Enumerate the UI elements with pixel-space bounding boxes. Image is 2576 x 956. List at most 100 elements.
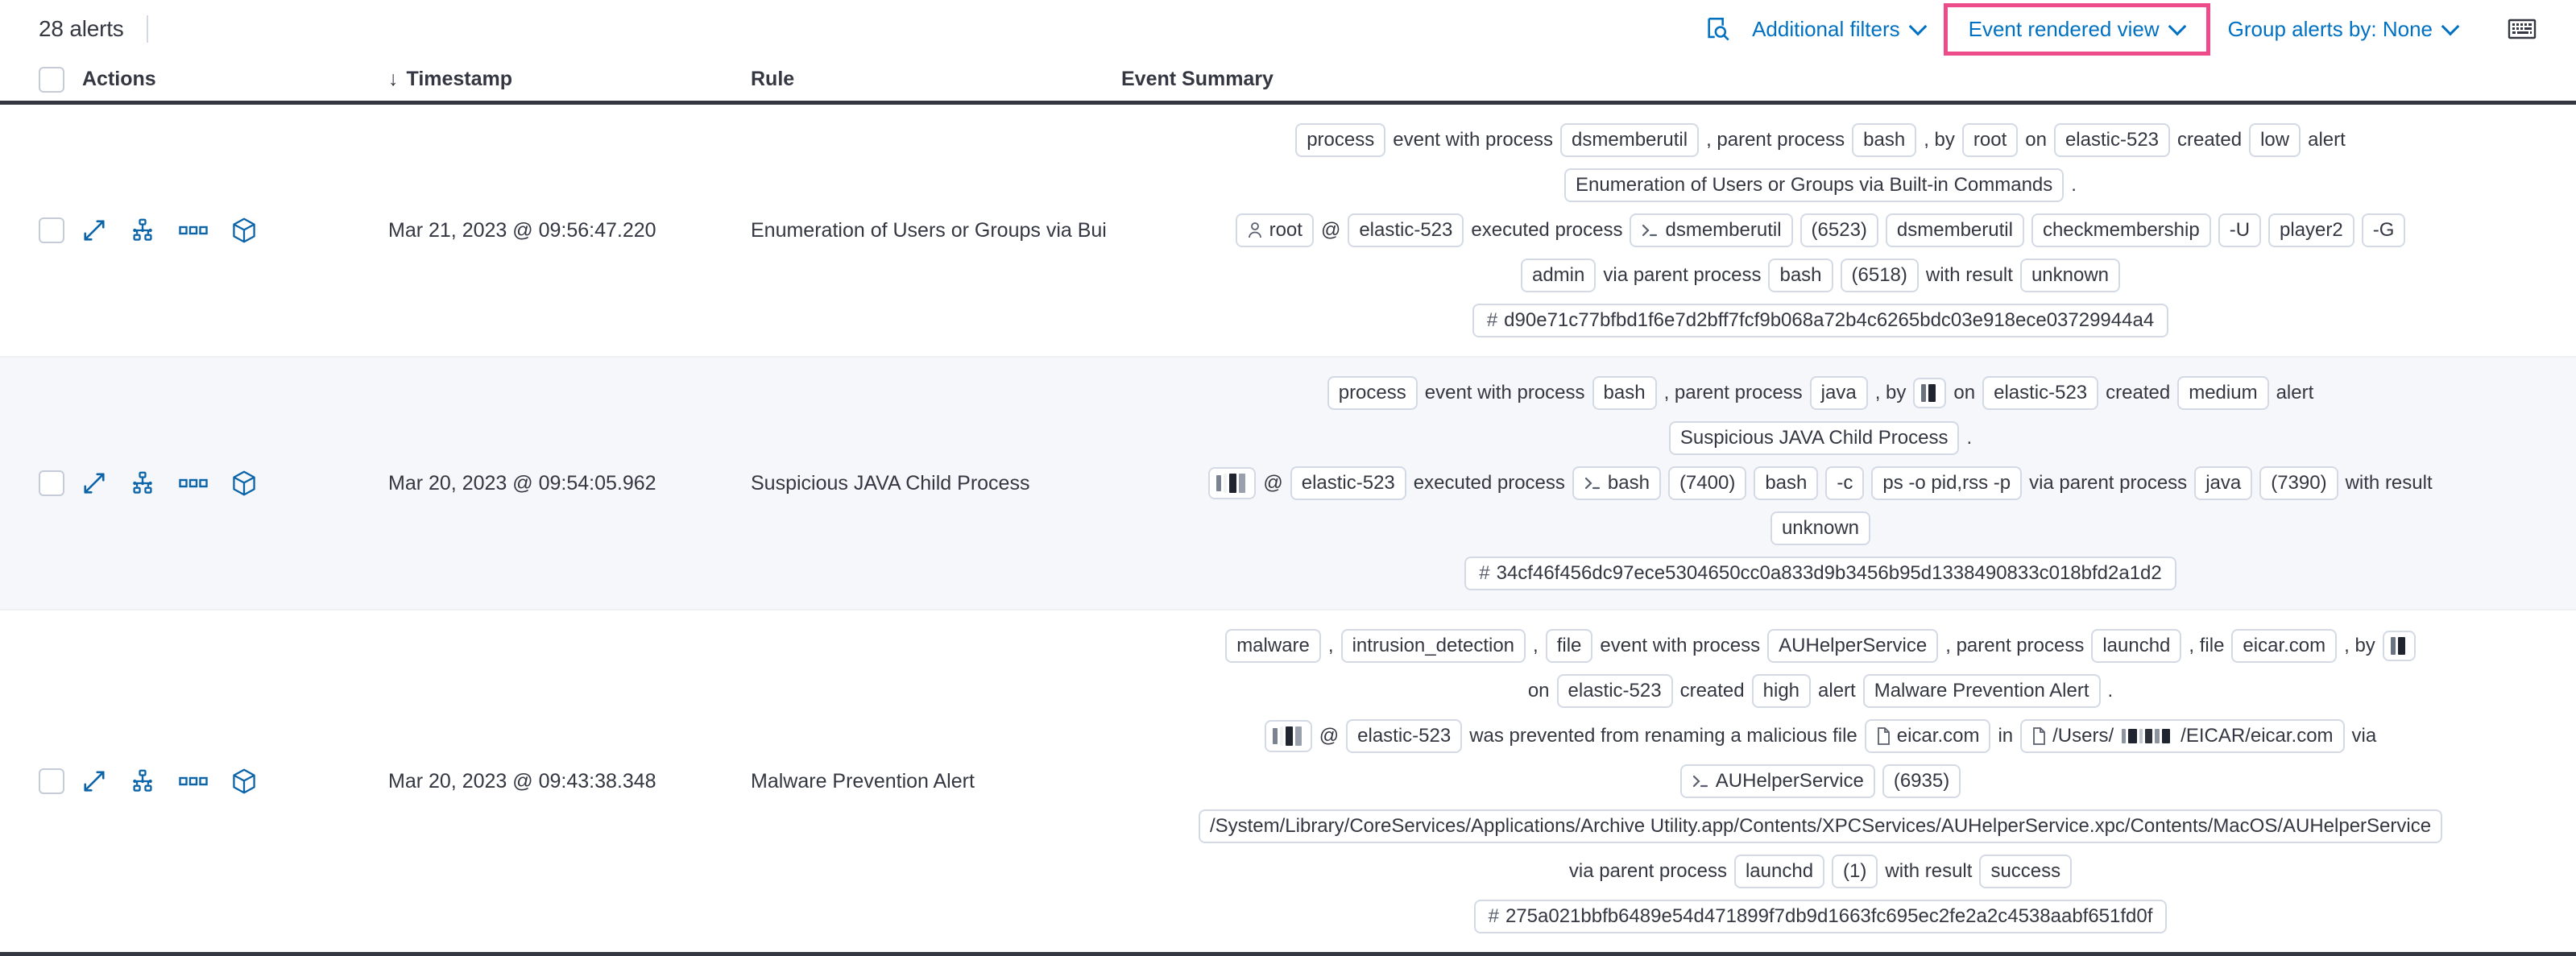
summary-chip[interactable]: #275a021bbfb6489e54d471899f7db9d1663fc69… <box>1473 900 2168 933</box>
column-header-timestamp[interactable]: ↓ Timestamp <box>388 68 751 91</box>
row-rule[interactable]: Suspicious JAVA Child Process <box>751 471 1030 495</box>
summary-chip[interactable]: Enumeration of Users or Groups via Built… <box>1564 168 2065 202</box>
summary-chip[interactable]: low <box>2249 123 2301 157</box>
analyzer-icon[interactable] <box>130 218 155 242</box>
summary-chip[interactable]: dsmemberutil <box>1560 123 1700 157</box>
chip-label: java <box>1820 382 1857 404</box>
more-actions-icon[interactable] <box>179 776 208 787</box>
summary-chip[interactable]: launchd <box>1733 855 1825 888</box>
summary-chip[interactable]: -G <box>2361 213 2406 247</box>
summary-chip[interactable]: AUHelperService <box>1767 629 1939 663</box>
column-header-actions[interactable]: Actions <box>82 68 156 90</box>
summary-chip[interactable]: elastic-523 <box>1290 466 1406 500</box>
summary-chip[interactable]: eicar.com <box>2231 629 2338 663</box>
row-checkbox[interactable] <box>39 768 64 794</box>
summary-chip[interactable]: root <box>1235 213 1314 247</box>
event-rendered-view-button[interactable]: Event rendered view <box>1956 9 2198 50</box>
summary-chip[interactable]: java <box>2194 466 2253 500</box>
summary-chip[interactable]: bash <box>1852 123 1917 157</box>
redacted-value[interactable] <box>2382 631 2416 661</box>
summary-chip[interactable]: #d90e71c77bfbd1f6e7d2bff7fcf9b068a72b4c6… <box>1472 304 2169 337</box>
row-rule[interactable]: Enumeration of Users or Groups via Bui <box>751 218 1107 242</box>
summary-text: , <box>1327 635 1334 656</box>
summary-chip[interactable]: process <box>1327 376 1418 410</box>
summary-chip[interactable]: java <box>1809 376 1868 410</box>
keyboard-shortcuts-icon[interactable] <box>2504 10 2541 48</box>
select-all-checkbox[interactable] <box>39 66 64 93</box>
summary-chip[interactable]: Malware Prevention Alert <box>1862 674 2101 708</box>
row-checkbox[interactable] <box>39 470 64 496</box>
summary-chip[interactable]: checkmembership <box>2031 213 2211 247</box>
row-rule[interactable]: Malware Prevention Alert <box>751 769 975 793</box>
summary-chip[interactable]: dsmemberutil <box>1630 213 1793 247</box>
summary-chip[interactable]: success <box>1979 855 2073 888</box>
summary-chip[interactable]: -c <box>1825 466 1865 500</box>
summary-chip[interactable]: ps -o pid,rss -p <box>1871 466 2023 500</box>
summary-chip[interactable]: admin <box>1520 259 1597 292</box>
summary-chip[interactable]: -U <box>2218 213 2262 247</box>
summary-chip[interactable]: (7400) <box>1667 466 1747 500</box>
summary-chip[interactable]: unknown <box>1770 511 1871 545</box>
summary-chip[interactable]: elastic-523 <box>1982 376 2099 410</box>
summary-chip[interactable]: elastic-523 <box>1348 213 1464 247</box>
summary-chip[interactable]: intrusion_detection <box>1340 629 1526 663</box>
chip-label: /Users/ <box>2052 725 2114 747</box>
summary-chip[interactable]: malware <box>1225 629 1321 663</box>
row-select-cell <box>39 768 82 794</box>
analyzer-icon[interactable] <box>130 769 155 793</box>
chip-label: 34cf46f456dc97ece5304650cc0a833d9b3456b9… <box>1496 562 2162 584</box>
table-row[interactable]: Mar 20, 2023 @ 09:43:38.348 Malware Prev… <box>0 610 2576 956</box>
summary-chip[interactable]: bash <box>1768 259 1833 292</box>
summary-chip[interactable]: unknown <box>2019 259 2121 292</box>
expand-icon[interactable] <box>82 471 106 495</box>
summary-chip[interactable]: root <box>1961 123 2019 157</box>
additional-filters-button[interactable]: Additional filters <box>1739 9 1939 50</box>
summary-chip[interactable]: (6518) <box>1840 259 1919 292</box>
expand-icon[interactable] <box>82 769 106 793</box>
column-header-event-summary[interactable]: Event Summary <box>1121 68 1274 90</box>
summary-chip[interactable]: medium <box>2177 376 2269 410</box>
table-row[interactable]: Mar 21, 2023 @ 09:56:47.220 Enumeration … <box>0 105 2576 358</box>
summary-chip[interactable]: bash <box>1754 466 1819 500</box>
session-view-icon[interactable] <box>232 768 256 794</box>
summary-chip[interactable]: elastic-523 <box>2053 123 2171 157</box>
inspect-icon[interactable] <box>1697 8 1739 50</box>
summary-chip[interactable]: elastic-523 <box>1556 674 1673 708</box>
expand-icon[interactable] <box>82 218 106 242</box>
group-alerts-by-button[interactable]: Group alerts by: None <box>2215 9 2471 50</box>
summary-chip[interactable]: #34cf46f456dc97ece5304650cc0a833d9b3456b… <box>1464 557 2176 590</box>
more-actions-icon[interactable] <box>179 478 208 489</box>
redacted-value[interactable] <box>1913 378 1947 408</box>
session-view-icon[interactable] <box>232 470 256 496</box>
summary-chip[interactable]: (6935) <box>1882 764 1961 798</box>
summary-chip-path[interactable]: /Users//EICAR/eicar.com <box>2020 719 2345 753</box>
summary-text: with result <box>1885 860 1973 882</box>
summary-chip[interactable]: (7390) <box>2259 466 2338 500</box>
summary-chip[interactable]: /System/Library/CoreServices/Application… <box>1198 809 2443 843</box>
summary-chip[interactable]: AUHelperService <box>1679 764 1875 798</box>
more-actions-icon[interactable] <box>179 225 208 236</box>
summary-chip[interactable]: eicar.com <box>1864 719 1991 753</box>
table-row[interactable]: Mar 20, 2023 @ 09:54:05.962 Suspicious J… <box>0 358 2576 610</box>
summary-chip[interactable]: bash <box>1592 376 1657 410</box>
row-checkbox[interactable] <box>39 217 64 243</box>
session-view-icon[interactable] <box>232 217 256 243</box>
summary-text: with result <box>2345 472 2433 494</box>
summary-chip[interactable]: dsmemberutil <box>1885 213 2024 247</box>
chip-label: (6518) <box>1851 264 1907 286</box>
summary-chip[interactable]: (1) <box>1832 855 1878 888</box>
summary-chip[interactable]: file <box>1545 629 1593 663</box>
column-header-rule[interactable]: Rule <box>751 68 795 90</box>
redacted-value[interactable] <box>1208 467 1257 499</box>
summary-chip[interactable]: elastic-523 <box>1346 719 1463 753</box>
summary-chip[interactable]: player2 <box>2268 213 2354 247</box>
summary-chip[interactable]: Suspicious JAVA Child Process <box>1668 421 1960 455</box>
summary-chip[interactable]: process <box>1295 123 1386 157</box>
analyzer-icon[interactable] <box>130 471 155 495</box>
summary-text: executed process <box>1413 472 1565 494</box>
summary-chip[interactable]: launchd <box>2091 629 2182 663</box>
summary-chip[interactable]: high <box>1751 674 1812 708</box>
summary-chip[interactable]: (6523) <box>1799 213 1878 247</box>
summary-chip[interactable]: bash <box>1572 466 1661 500</box>
redacted-value[interactable] <box>1264 720 1312 752</box>
